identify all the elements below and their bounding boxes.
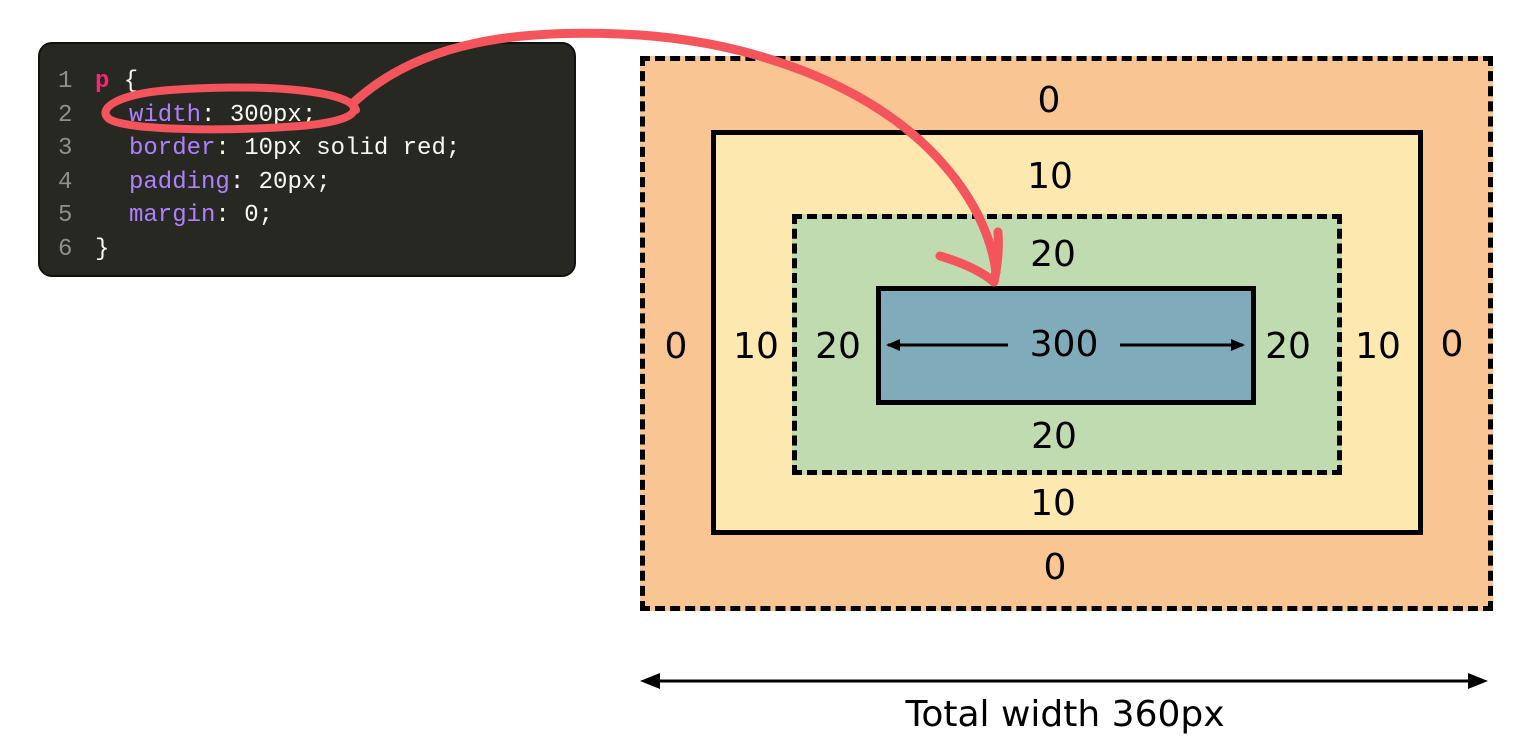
margin-top-label: 0 <box>1037 80 1061 121</box>
line-number: 5 <box>58 202 73 229</box>
code-line-4: 4 padding: 20px; <box>40 166 574 200</box>
css-property-padding: padding <box>129 168 230 196</box>
css-selector: p <box>95 68 110 95</box>
content-width-label: 300 <box>1029 324 1099 365</box>
line-number: 2 <box>58 101 73 129</box>
css-property-margin: margin <box>129 202 216 229</box>
open-brace: { <box>109 68 139 95</box>
padding-top-label: 20 <box>1030 234 1076 275</box>
line-number: 3 <box>58 135 73 162</box>
css-property-border: border <box>129 135 216 162</box>
code-line-6: 6} <box>40 233 574 267</box>
padding-bottom-label: 20 <box>1031 416 1077 457</box>
margin-bottom-label: 0 <box>1043 547 1067 588</box>
css-value-padding: : 20px; <box>229 168 331 196</box>
padding-left-label: 20 <box>815 326 861 367</box>
total-width-arrow-left-head <box>640 673 660 689</box>
code-line-3: 3 border: 10px solid red; <box>40 132 574 166</box>
width-highlight-circle <box>101 83 360 134</box>
css-value-margin: : 0; <box>215 202 274 229</box>
border-bottom-label: 10 <box>1030 483 1076 524</box>
red-arrow-head <box>935 227 1003 287</box>
line-number: 1 <box>58 68 73 95</box>
close-brace: } <box>95 235 110 263</box>
red-curved-arrow <box>347 28 1001 277</box>
css-value-border: : 10px solid red; <box>215 135 461 162</box>
border-top-label: 10 <box>1027 156 1073 197</box>
border-right-label: 10 <box>1355 326 1401 367</box>
line-number: 4 <box>58 168 73 196</box>
padding-right-label: 20 <box>1265 326 1311 367</box>
total-width-arrow-right-head <box>1468 673 1488 689</box>
line-number: 6 <box>58 235 73 263</box>
margin-left-label: 0 <box>664 326 688 367</box>
border-left-label: 10 <box>733 326 779 367</box>
total-width-label: Total width 360px <box>905 694 1225 735</box>
code-line-5: 5 margin: 0; <box>40 199 574 233</box>
margin-right-label: 0 <box>1440 324 1464 365</box>
